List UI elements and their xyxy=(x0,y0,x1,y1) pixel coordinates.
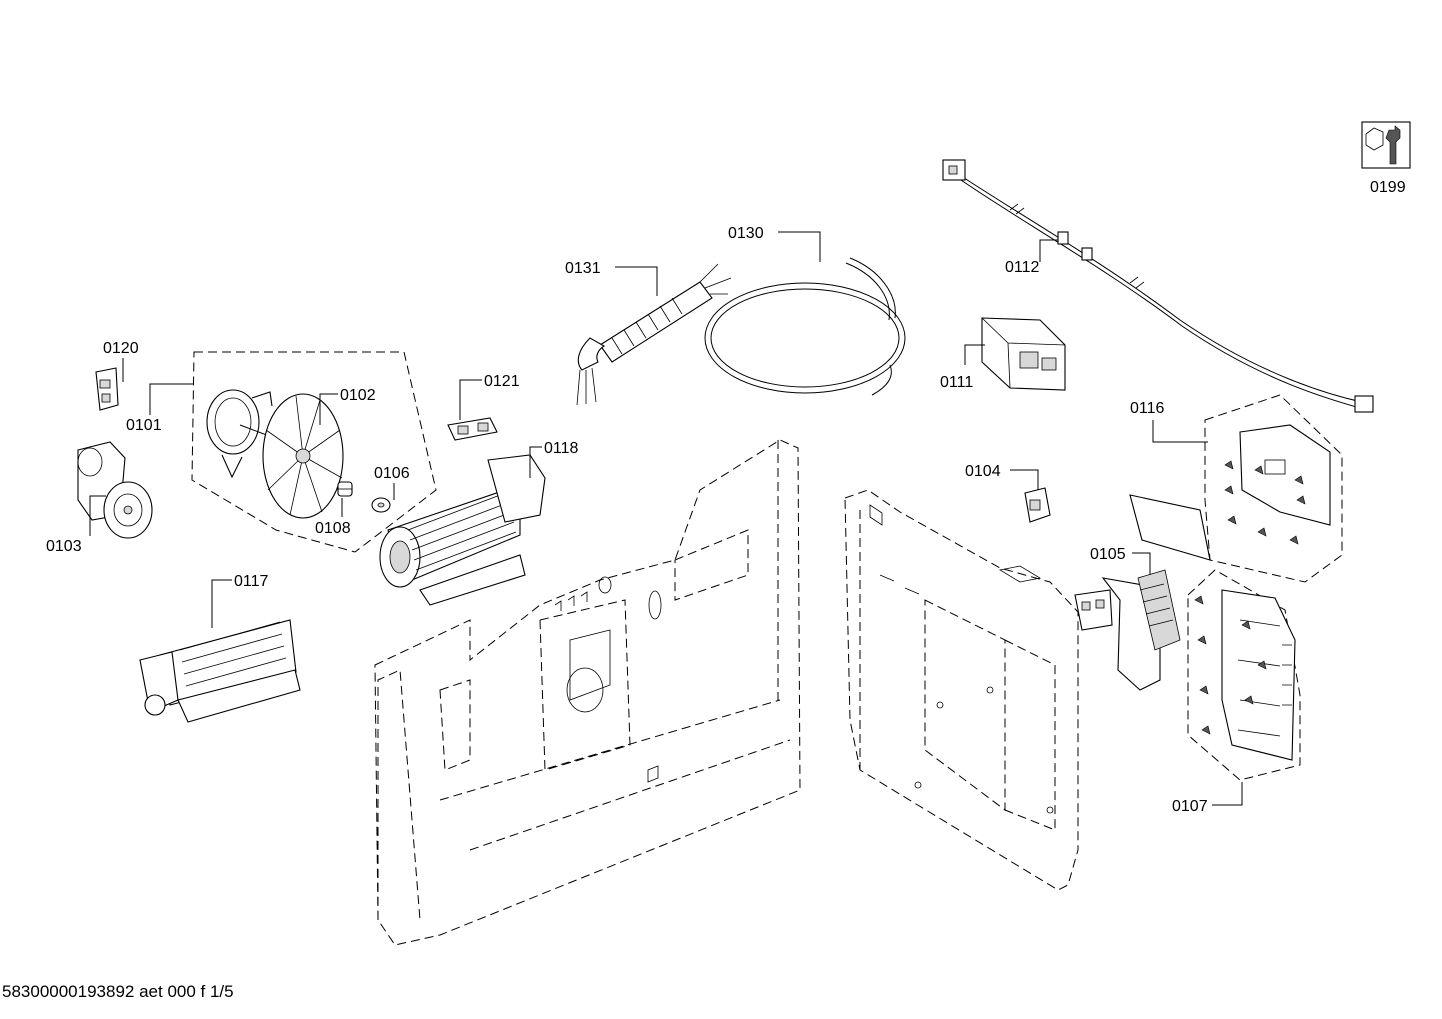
label-0111: 0111 xyxy=(940,374,973,391)
connector-0104 xyxy=(1024,487,1051,523)
clip-0121 xyxy=(447,417,498,441)
document-id: 58300000193892 aet 000 f 1/5 xyxy=(2,982,234,1001)
label-0116: 0116 xyxy=(1130,400,1165,417)
label-0199: 0199 xyxy=(1370,179,1406,196)
group-outline-0116 xyxy=(1204,394,1343,583)
nut-0108 xyxy=(337,481,353,497)
fan-impeller-0102 xyxy=(262,393,344,519)
label-0118: 0118 xyxy=(544,440,579,457)
label-0101: 0101 xyxy=(126,417,162,434)
chassis-panel-right xyxy=(844,489,1079,891)
label-0108: 0108 xyxy=(315,520,351,537)
label-0121: 0121 xyxy=(484,373,520,390)
group-outline-0107 xyxy=(1187,569,1301,781)
module-0111 xyxy=(981,317,1066,391)
tangential-fan-0118 xyxy=(379,454,546,606)
bracket-board-0105 xyxy=(1074,569,1181,691)
label-0130: 0130 xyxy=(728,225,764,242)
label-0131: 0131 xyxy=(565,260,601,277)
chassis-panel-left xyxy=(374,439,801,946)
group-outline-0101 xyxy=(191,351,437,553)
fan-motor-0101 xyxy=(206,389,281,479)
cable-gland-0131 xyxy=(576,263,732,406)
label-0103: 0103 xyxy=(46,538,82,555)
wrench-nut-icon xyxy=(1361,121,1411,169)
board-0107 xyxy=(1194,589,1296,761)
bracket-0120 xyxy=(95,367,119,411)
label-0117: 0117 xyxy=(234,573,269,590)
board-0116 xyxy=(1129,424,1331,561)
label-0105: 0105 xyxy=(1090,546,1126,563)
label-0120: 0120 xyxy=(103,340,139,357)
cable-harness-0112 xyxy=(942,159,1374,413)
label-0112: 0112 xyxy=(1005,259,1040,276)
label-0104: 0104 xyxy=(965,463,1001,480)
power-cable-0130 xyxy=(704,257,906,396)
tangential-fan-0117 xyxy=(139,619,301,723)
label-0102: 0102 xyxy=(340,387,376,404)
label-0107: 0107 xyxy=(1172,798,1208,815)
washer-0106 xyxy=(371,497,391,513)
motor-0103 xyxy=(77,441,153,539)
label-0106: 0106 xyxy=(374,465,410,482)
